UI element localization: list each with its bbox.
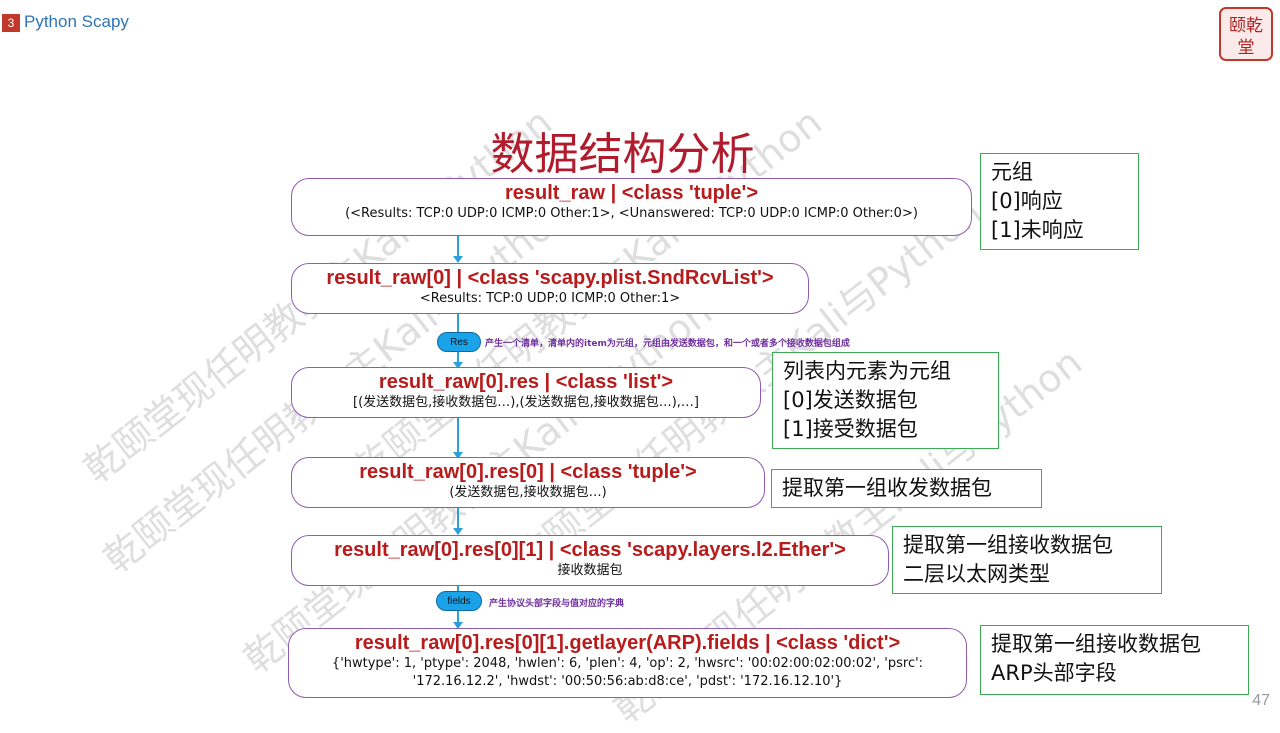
node-res-0: result_raw[0].res[0] | <class 'tuple'> (… [291, 457, 765, 508]
note-tuple: 元组 [0]响应 [1]未响应 [980, 153, 1139, 250]
node-result-raw-0: result_raw[0] | <class 'scapy.plist.SndR… [291, 263, 809, 314]
svg-text:颐乾: 颐乾 [1229, 16, 1263, 36]
node-heading: result_raw | <class 'tuple'> [504, 182, 758, 204]
note-line: 二层以太网类型 [903, 562, 1050, 586]
node-detail: (发送数据包,接收数据包…) [449, 485, 607, 500]
node-heading: result_raw[0] | <class 'scapy.plist.SndR… [326, 267, 774, 289]
node-detail: [(发送数据包,接收数据包…),(发送数据包,接收数据包…),…] [353, 395, 699, 410]
note-line: [1]接受数据包 [783, 417, 918, 441]
note-list: 列表内元素为元组 [0]发送数据包 [1]接受数据包 [772, 352, 999, 449]
connector-pill-fields: fields [436, 591, 482, 611]
note-line: [1]未响应 [991, 218, 1084, 242]
connector-arrow [453, 622, 463, 629]
connector-pill-res: Res [437, 332, 481, 352]
node-detail-line-1: {'hwtype': 1, 'ptype': 2048, 'hwlen': 6,… [331, 656, 924, 671]
connector-arrow [453, 452, 463, 459]
connector-arrow [453, 362, 463, 369]
node-heading: result_raw[0].res[0][1] | <class 'scapy.… [334, 539, 846, 561]
page-title: 数据结构分析 [490, 129, 755, 180]
note-line: 提取第一组接收数据包 [903, 533, 1113, 557]
note-line: 提取第一组收发数据包 [782, 476, 992, 500]
node-heading: result_raw[0].res | <class 'list'> [378, 371, 674, 393]
connector-line [457, 508, 459, 530]
node-detail: (<Results: TCP:0 UDP:0 ICMP:0 Other:1>, … [345, 206, 918, 221]
note-line: 元组 [991, 160, 1033, 184]
node-fields-dict: result_raw[0].res[0][1].getlayer(ARP).fi… [288, 628, 967, 698]
section-number-badge: 3 [2, 14, 20, 32]
note-line: 提取第一组接收数据包 [991, 632, 1201, 656]
note-line: 列表内元素为元组 [783, 359, 951, 383]
node-res-list: result_raw[0].res | <class 'list'> [(发送数… [291, 367, 761, 418]
note-arp-fields: 提取第一组接收数据包 ARP头部字段 [980, 625, 1249, 695]
node-result-raw: result_raw | <class 'tuple'> (<Results: … [291, 178, 972, 236]
node-detail-line-2: '172.16.12.2', 'hwdst': '00:50:56:ab:d8:… [412, 674, 843, 689]
page-number: 47 [1252, 692, 1270, 709]
svg-text:堂: 堂 [1238, 38, 1255, 58]
connector-line [457, 236, 459, 258]
seal-logo: 颐乾 堂 [1219, 7, 1273, 61]
node-res-0-1: result_raw[0].res[0][1] | <class 'scapy.… [291, 535, 889, 586]
note-line: [0]响应 [991, 189, 1063, 213]
connector-arrow [453, 528, 463, 535]
node-heading: result_raw[0].res[0] | <class 'tuple'> [359, 461, 697, 483]
note-ether: 提取第一组接收数据包 二层以太网类型 [892, 526, 1162, 594]
connector-label-fields: 产生协议头部字段与值对应的字典 [489, 599, 625, 609]
note-line: [0]发送数据包 [783, 388, 918, 412]
node-detail: <Results: TCP:0 UDP:0 ICMP:0 Other:1> [419, 291, 681, 306]
connector-label-res: 产生一个清单，清单内的item为元组，元组由发送数据包，和一个或者多个接收数据包… [485, 339, 850, 349]
connector-arrow [453, 256, 463, 263]
note-first-pair: 提取第一组收发数据包 [771, 469, 1042, 508]
node-detail: 接收数据包 [557, 563, 623, 578]
note-line: ARP头部字段 [991, 661, 1117, 685]
connector-line [457, 418, 459, 454]
node-heading: result_raw[0].res[0][1].getlayer(ARP).fi… [354, 632, 901, 654]
section-title: Python Scapy [24, 12, 129, 31]
